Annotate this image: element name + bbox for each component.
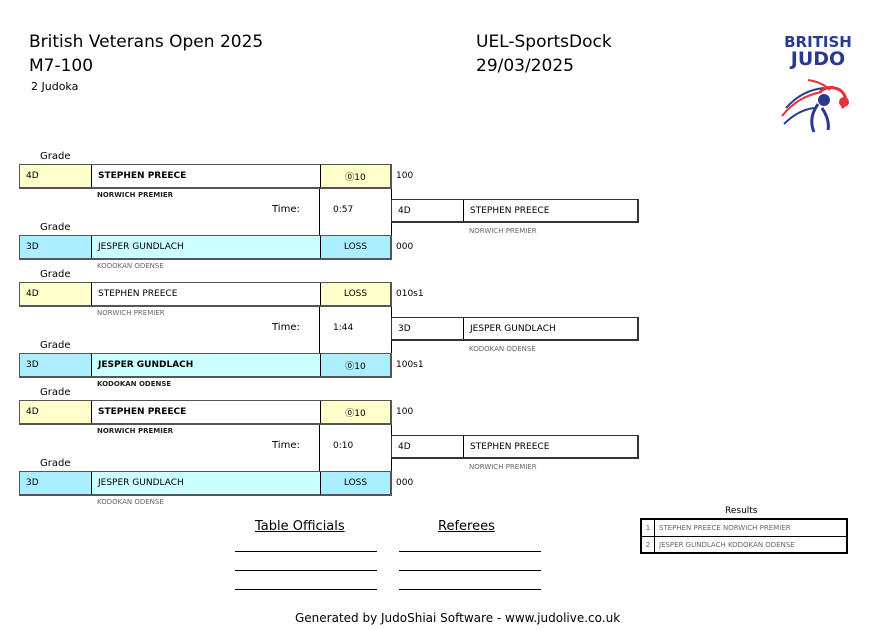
competitor-grade: 4D	[20, 401, 92, 423]
winner-box	[391, 317, 639, 341]
competitor-club: NORWICH PREMIER	[97, 309, 165, 317]
tournament-title: British Veterans Open 2025	[29, 32, 264, 52]
match-result-code: 100	[396, 171, 414, 181]
match-result-code: 100	[396, 407, 414, 417]
competitor-name: STEPHEN PREECE	[92, 165, 320, 187]
results-row: 1 STEPHEN PREECE NORWICH PREMIER	[642, 520, 846, 537]
winner-box	[391, 435, 639, 459]
winner-grade: 4D	[392, 436, 464, 457]
venue: UEL-SportsDock	[476, 32, 612, 52]
judoka-figure-icon	[781, 79, 849, 133]
competitor-grade: 4D	[20, 283, 92, 305]
time-label: Time:	[272, 322, 300, 333]
match-time: 0:10	[333, 441, 354, 451]
competitor-club: NORWICH PREMIER	[97, 191, 174, 199]
competitor-grade: 3D	[20, 472, 92, 494]
match-time: 0:57	[333, 205, 354, 215]
competitor-club: KODOKAN ODENSE	[97, 498, 164, 506]
winner-club: KODOKAN ODENSE	[469, 345, 536, 353]
winner-name: JESPER GUNDLACH	[470, 323, 556, 334]
signature-line	[399, 589, 541, 590]
competitor-name: JESPER GUNDLACH	[92, 354, 320, 376]
winner-name: STEPHEN PREECE	[470, 205, 550, 216]
competitor-row-white	[19, 400, 392, 425]
competitor-grade: 4D	[20, 165, 92, 187]
match-result-code: 100s1	[396, 360, 424, 370]
competitor-name: STEPHEN PREECE	[92, 283, 320, 305]
competitor-score: LOSS	[320, 472, 390, 494]
category: M7-100	[29, 56, 94, 76]
judoka-count: 2 Judoka	[31, 80, 79, 93]
grade-label: Grade	[40, 151, 71, 162]
grade-label: Grade	[40, 387, 71, 398]
time-label: Time:	[272, 440, 300, 451]
result-text: STEPHEN PREECE NORWICH PREMIER	[659, 524, 791, 532]
results-title: Results	[725, 506, 758, 516]
competitor-row-blue	[19, 235, 392, 260]
result-text: JESPER GUNDLACH KODOKAN ODENSE	[659, 540, 795, 549]
footer: Generated by JudoShiai Software - www.ju…	[295, 611, 621, 625]
date: 29/03/2025	[476, 56, 574, 76]
competitor-row-white	[19, 164, 392, 189]
signature-line	[235, 589, 377, 590]
match-time: 1:44	[333, 323, 354, 333]
competitor-club: KODOKAN ODENSE	[97, 262, 164, 270]
competitor-name: JESPER GUNDLACH	[92, 472, 320, 494]
competitor-score: ⓪10	[320, 165, 390, 187]
match-result-code: 010s1	[396, 289, 424, 299]
competitor-club: KODOKAN ODENSE	[97, 380, 172, 388]
grade-label: Grade	[40, 340, 71, 351]
grade-label: Grade	[40, 269, 71, 280]
winner-club: NORWICH PREMIER	[469, 463, 537, 471]
table-officials-heading: Table Officials	[255, 519, 345, 534]
competitor-score: LOSS	[320, 236, 390, 258]
competitor-score: ⓪10	[320, 401, 390, 423]
results-row: 2 JESPER GUNDLACH KODOKAN ODENSE	[642, 537, 846, 552]
competitor-grade: 3D	[20, 236, 92, 258]
logo-line1: BRITISH	[784, 33, 852, 51]
results-table: 1 STEPHEN PREECE NORWICH PREMIER 2 JESPE…	[640, 518, 848, 554]
british-judo-logo: BRITISH JUDO	[778, 34, 858, 141]
winner-grade: 4D	[392, 200, 464, 221]
competitor-row-blue	[19, 471, 392, 496]
competitor-row-white	[19, 282, 392, 307]
competitor-score: LOSS	[320, 283, 390, 305]
winner-box	[391, 199, 639, 223]
competitor-score: ⓪10	[320, 354, 390, 376]
signature-line	[399, 570, 541, 571]
result-pos: 1	[642, 520, 655, 536]
grade-label: Grade	[40, 222, 71, 233]
logo-line2: JUDO	[790, 48, 846, 70]
time-label: Time:	[272, 204, 300, 215]
signature-line	[399, 551, 541, 552]
match-result-code: 000	[396, 478, 414, 488]
competitor-grade: 3D	[20, 354, 92, 376]
winner-grade: 3D	[392, 318, 464, 339]
winner-name: STEPHEN PREECE	[470, 441, 550, 452]
competitor-row-blue	[19, 353, 392, 378]
match-result-code: 000	[396, 242, 414, 252]
signature-line	[235, 570, 377, 571]
competitor-club: NORWICH PREMIER	[97, 427, 174, 435]
referees-heading: Referees	[438, 519, 495, 534]
competitor-name: STEPHEN PREECE	[92, 401, 320, 423]
winner-club: NORWICH PREMIER	[469, 227, 537, 235]
result-pos: 2	[642, 537, 655, 552]
grade-label: Grade	[40, 458, 71, 469]
signature-line	[235, 551, 377, 552]
competitor-name: JESPER GUNDLACH	[92, 236, 320, 258]
